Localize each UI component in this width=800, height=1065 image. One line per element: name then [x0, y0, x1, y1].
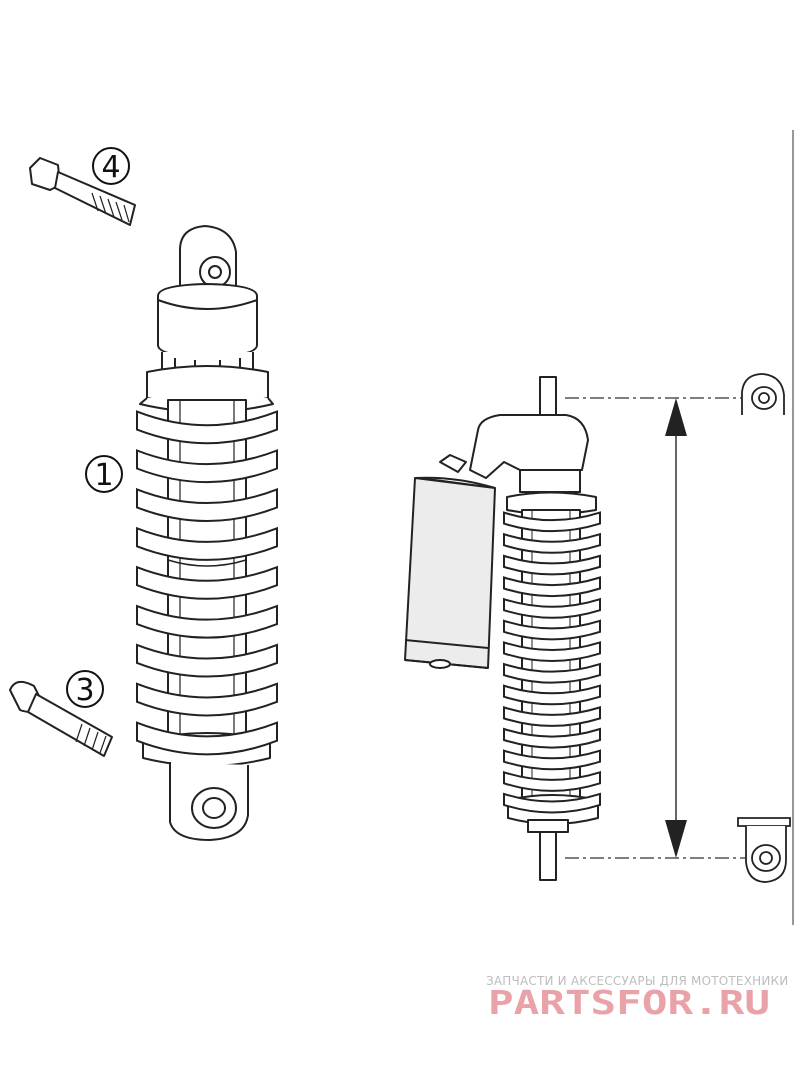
callout-3-label: 3	[75, 673, 94, 708]
shock-absorber-part-1	[139, 225, 274, 841]
spring-coil	[503, 792, 601, 814]
eye-mount-top	[741, 373, 785, 415]
spring-coil	[136, 565, 278, 600]
spring-coil	[503, 532, 601, 554]
spring-coil	[136, 449, 278, 484]
spring-coil	[503, 749, 601, 771]
callout-1-label: 1	[94, 458, 113, 493]
right-coil-spring	[503, 511, 601, 814]
bolt-part-4	[29, 157, 136, 226]
watermark-logo-text: PARTSFOR.RU	[488, 984, 770, 1020]
callout-3: 3	[66, 670, 104, 708]
callout-4: 4	[92, 147, 130, 185]
spring-coil	[503, 684, 601, 706]
callout-1: 1	[85, 455, 123, 493]
watermark-logo: PARTSFOR.RU	[488, 984, 770, 1020]
spring-coil	[136, 604, 278, 639]
spring-coil	[136, 643, 278, 678]
spring-coil	[503, 576, 601, 598]
spring-coil	[503, 641, 601, 663]
shock-with-reservoir	[404, 376, 599, 881]
bolt-part-3	[9, 680, 113, 757]
spring-coil	[503, 662, 601, 684]
dimension-arrow-top	[665, 398, 687, 436]
spring-coil	[503, 511, 601, 533]
spring-coil	[136, 487, 278, 522]
spring-coil	[136, 410, 278, 445]
eye-mount-bottom	[737, 817, 791, 883]
spring-coil	[503, 597, 601, 619]
spring-coil	[136, 682, 278, 717]
spring-coil	[136, 526, 278, 561]
spring-coil	[503, 727, 601, 749]
watermark-tagline: ЗАПЧАСТИ И АКСЕССУАРЫ ДЛЯ МОТОТЕХНИКИ	[486, 974, 789, 988]
spring-coil	[136, 721, 278, 756]
left-coil-spring	[136, 410, 278, 756]
spring-coil	[503, 619, 601, 641]
spring-coil	[503, 770, 601, 792]
dimension-arrow-bottom	[665, 820, 687, 858]
callout-4-label: 4	[101, 150, 120, 185]
spring-coil	[503, 705, 601, 727]
dimension-lines	[565, 397, 752, 859]
spring-coil	[503, 554, 601, 576]
